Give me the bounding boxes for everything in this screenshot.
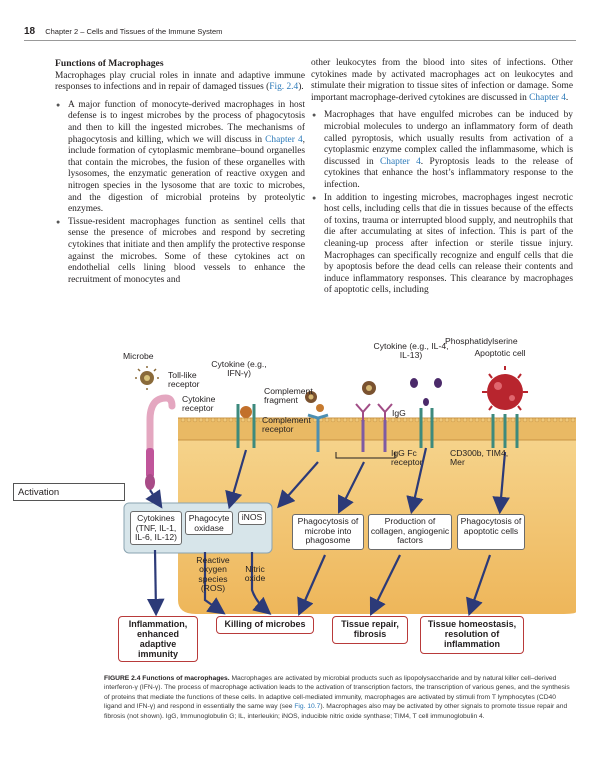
list-item: Macrophages that have engulfed microbes … [311, 110, 573, 191]
cytokine-ifn-label: Cytokine (e.g., IFN-γ) [211, 359, 267, 379]
page-header: 18 Chapter 2 – Cells and Tissues of the … [24, 26, 222, 37]
caption-prefix: FIGURE 2.4 Functions of macrophages. [104, 675, 230, 682]
bullet-list: A major function of monocyte-derived mac… [55, 100, 305, 287]
cytokine-receptor-label: Cytokine receptor [182, 394, 216, 414]
killing-outcome: Killing of microbes [216, 616, 314, 634]
microbe-label: Microbe [123, 351, 154, 361]
figure-caption: FIGURE 2.4 Functions of macrophages. Mac… [104, 674, 574, 721]
igg-label: IgG [392, 408, 406, 418]
caption-text-end: ). Macrophages also may be activated by … [104, 703, 568, 720]
phagocytosis-apoptotic-box: Phagocytosis of apoptotic cells [457, 514, 525, 550]
complement-fragment-label: Complement fragment [264, 386, 313, 406]
tlr-label: Toll-like receptor [168, 370, 200, 390]
cd300b-label: CD300b, TIM4, Mer [450, 448, 509, 468]
bullet-list: Macrophages that have engulfed microbes … [311, 110, 573, 297]
inos-box: iNOS [238, 511, 266, 525]
homeostasis-outcome: Tissue homeostasis, resolution of inflam… [420, 616, 524, 654]
phosphatidylserine-label: Phosphatidylserine [445, 336, 518, 346]
chapter-link[interactable]: Chapter 4 [380, 156, 421, 167]
list-item: A major function of monocyte-derived mac… [55, 100, 305, 216]
apoptotic-cell-label: Apoptotic cell [474, 348, 526, 358]
page-number: 18 [24, 26, 36, 37]
chapter-link[interactable]: Chapter 4 [265, 134, 303, 145]
phagocyte-oxidase-box: Phagocyte oxidase [185, 511, 233, 535]
header-divider [24, 40, 576, 41]
list-item: Tissue-resident macrophages function as … [55, 217, 305, 287]
right-column: other leukocytes from the blood into sit… [311, 58, 573, 298]
nitric-oxide-label: Nitric oxide [244, 564, 266, 584]
list-item: In addition to ingesting microbes, macro… [311, 193, 573, 297]
tissue-repair-outcome: Tissue repair, fibrosis [332, 616, 408, 644]
intro-paragraph: Macrophages play crucial roles in innate… [55, 70, 305, 93]
chapter-title: Chapter 2 – Cells and Tissues of the Imm… [45, 27, 223, 36]
continued-paragraph: other leukocytes from the blood into sit… [311, 58, 573, 103]
inflammation-outcome: Inflammation, enhanced adaptive immunity [118, 616, 198, 662]
complement-receptor-label: Complement receptor [262, 415, 311, 435]
section-heading: Functions of Macrophages [55, 58, 164, 69]
activation-label: Activation [13, 483, 125, 501]
left-column: Functions of Macrophages Macrophages pla… [55, 58, 305, 287]
ros-label: Reactive oxygen species (ROS) [196, 555, 230, 594]
chapter-link[interactable]: Chapter 4 [529, 92, 566, 103]
collagen-box: Production of collagen, angiogenic facto… [368, 514, 452, 550]
caption-text: Macrophages are activated by microbial p… [104, 675, 570, 711]
fig-link[interactable]: Fig. 2.4 [269, 82, 299, 93]
cytokines-box: Cytokines (TNF, IL-1, IL-6, IL-12) [130, 511, 182, 545]
phagocytosis-microbe-box: Phagocytosis of microbe into phagosome [292, 514, 364, 550]
cytokine-il-label: Cytokine (e.g., IL-4, IL-13) [373, 341, 449, 361]
fig-link[interactable]: Fig. 10.7 [294, 703, 321, 711]
igg-fc-label: IgG Fc receptor [391, 448, 423, 468]
